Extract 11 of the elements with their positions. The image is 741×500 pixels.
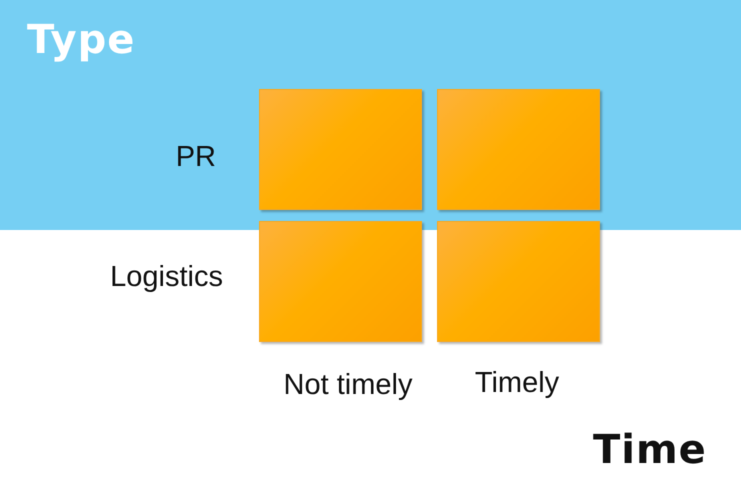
- matrix-tile: [259, 89, 422, 210]
- row-label: PR: [176, 143, 216, 172]
- header-band: [0, 0, 741, 230]
- matrix-tile: [437, 221, 600, 342]
- matrix-tile: [259, 221, 422, 342]
- axis-title: Time: [593, 430, 707, 470]
- column-label: Not timely: [284, 371, 412, 400]
- matrix-tile: [437, 89, 600, 210]
- axis-title: Type: [27, 20, 136, 60]
- column-label: Timely: [474, 369, 560, 398]
- row-label: Logistics: [110, 263, 223, 292]
